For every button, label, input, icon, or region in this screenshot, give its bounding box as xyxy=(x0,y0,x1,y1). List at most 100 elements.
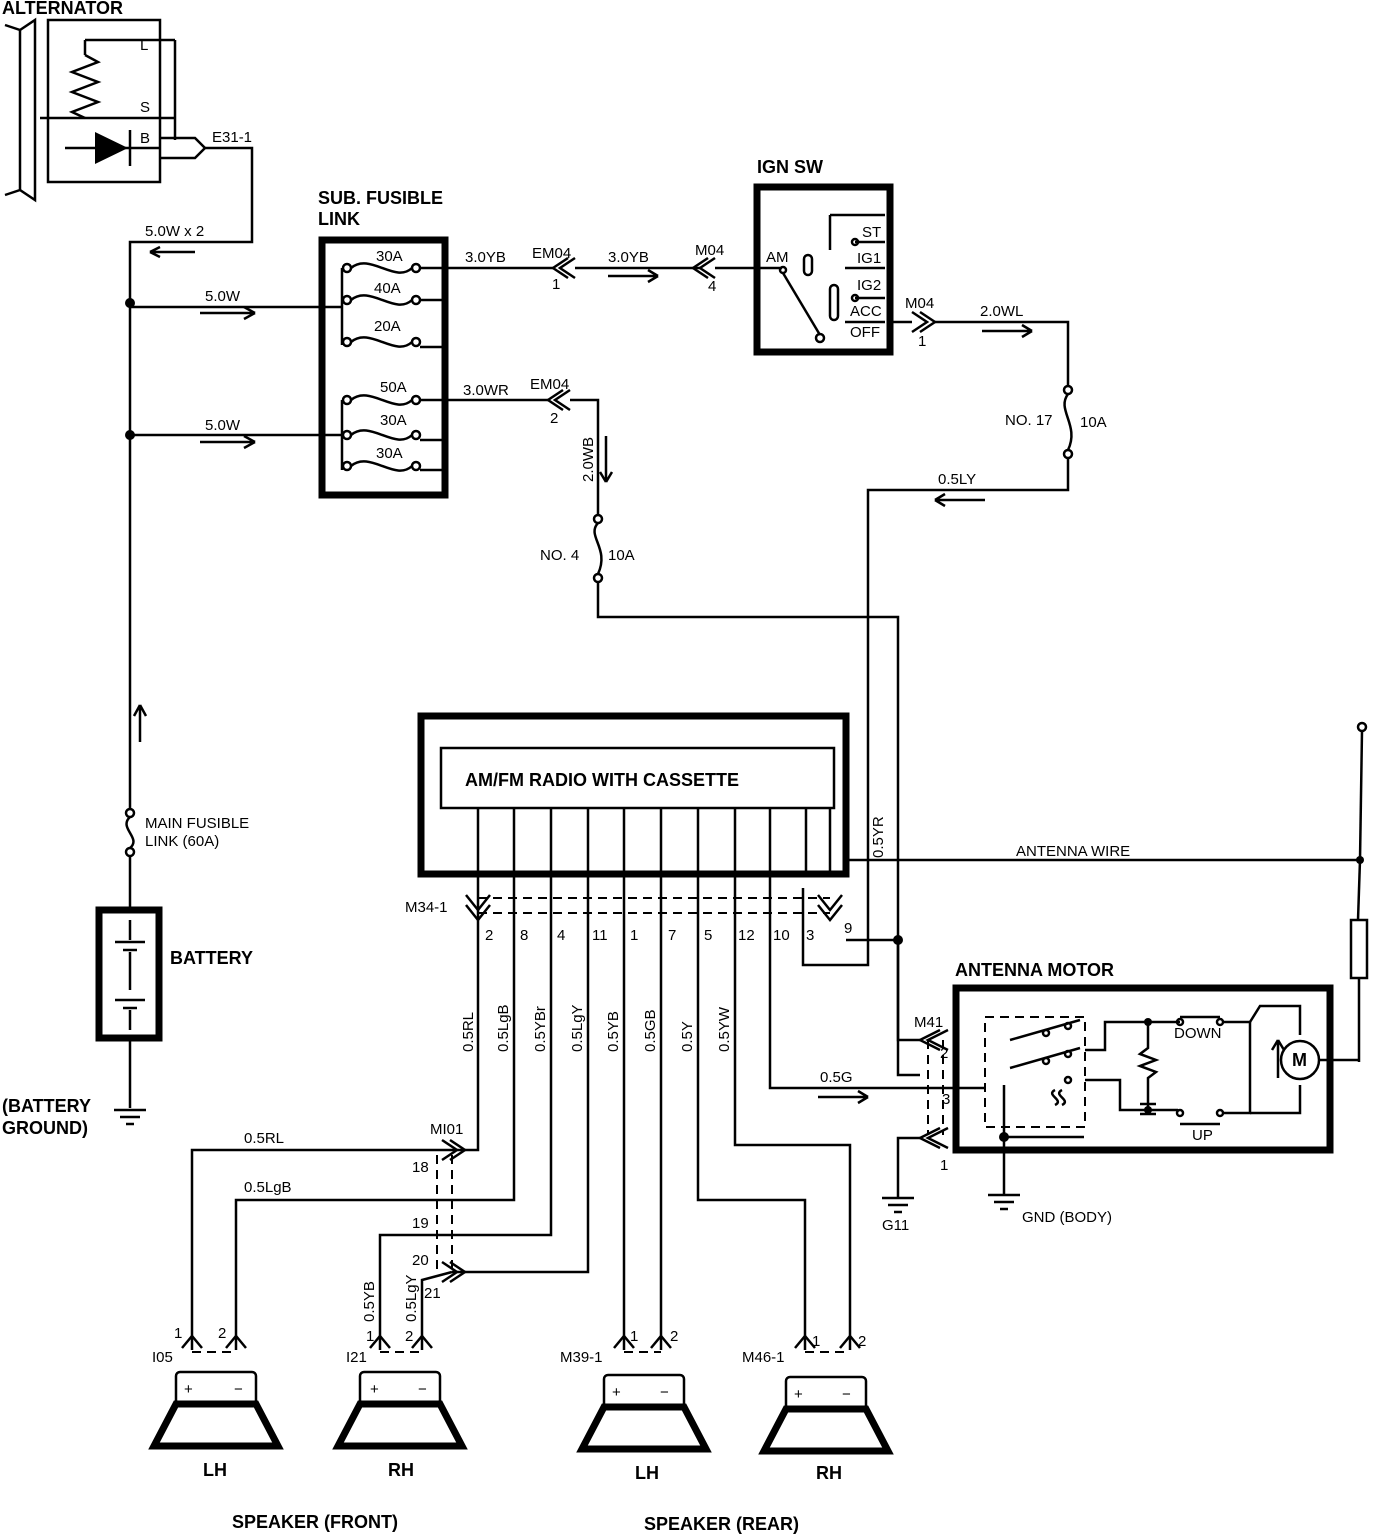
battery-ground-label-2: GROUND) xyxy=(2,1118,88,1138)
alt-terminal-s: S xyxy=(140,99,150,116)
switch-down-label: DOWN xyxy=(1174,1025,1222,1042)
m34-pin-2: 2 xyxy=(485,927,493,944)
wire-label-05y-vert: 0.5Y xyxy=(679,1021,696,1052)
speaker-front-lh: + − 1 2 I05 LH xyxy=(148,1325,284,1480)
ign-sw-label: IGN SW xyxy=(757,157,823,177)
antenna-mast xyxy=(1349,721,1369,1062)
m34-pin-5: 5 xyxy=(704,927,712,944)
fuse-no17-label: NO. 17 xyxy=(1005,412,1053,429)
sub-fusible-link-label-2: LINK xyxy=(318,209,360,229)
ign-position-ig1: IG1 xyxy=(857,250,881,267)
wire-label-05yb-vert: 0.5YB xyxy=(605,1011,622,1052)
i21-pin-2: 2 xyxy=(405,1328,413,1345)
m41-pin-1: 1 xyxy=(940,1157,948,1174)
connector-m39-label: M39-1 xyxy=(560,1349,603,1366)
antenna-motor: ANTENNA MOTOR M DOWN UP xyxy=(952,960,1359,1154)
wire-label-2wb: 2.0WB xyxy=(580,437,597,482)
main-fusible-link-label-1: MAIN FUSIBLE xyxy=(145,815,249,832)
alt-terminal-b: B xyxy=(140,130,150,147)
m39-pin-2: 2 xyxy=(670,1328,678,1345)
wire-label-05gb-vert: 0.5GB xyxy=(642,1009,659,1052)
fuse-30a-lower: 30A xyxy=(376,445,403,462)
alt-terminal-l: L xyxy=(140,37,148,54)
em04-pin-1: 1 xyxy=(552,276,560,293)
wire-label-05ly: 0.5LY xyxy=(938,471,976,488)
m46-pin-1: 1 xyxy=(812,1333,820,1350)
m34-pin-8: 8 xyxy=(520,927,528,944)
speaker-front-rh-label: RH xyxy=(388,1460,414,1480)
connector-em04-lower: EM04 xyxy=(530,376,569,393)
wire-label-05lgy-i21: 0.5LgY xyxy=(403,1274,420,1322)
speaker-front-lh-label: LH xyxy=(203,1460,227,1480)
em04-pin-2: 2 xyxy=(550,410,558,427)
speaker-rear-lh-label: LH xyxy=(635,1463,659,1483)
connector-m04-upper: M04 xyxy=(695,242,724,259)
speaker-rear-lh: + − 1 2 M39-1 LH xyxy=(560,1328,712,1483)
speaker-rear-rh: + − 1 2 M46-1 RH xyxy=(742,1333,894,1483)
connector-m41-label: M41 xyxy=(914,1014,943,1031)
speaker-front-rh: + − 1 2 I21 RH xyxy=(332,1328,468,1480)
m04-pin-1: 1 xyxy=(918,333,926,350)
wire-label-05lgb-vert: 0.5LgB xyxy=(495,1004,512,1052)
fuse-50a: 50A xyxy=(380,379,407,396)
motor-label: M xyxy=(1292,1050,1307,1070)
i21-pin-1: 1 xyxy=(366,1328,374,1345)
ign-position-acc: ACC xyxy=(850,303,882,320)
radio: AM/FM RADIO WITH CASSETTE xyxy=(417,712,850,878)
i05-pin-2: 2 xyxy=(218,1325,226,1342)
m34-pin-3: 3 xyxy=(806,927,814,944)
wire-label-3yb-1: 3.0YB xyxy=(465,249,506,266)
wire-label-05yb-i21: 0.5YB xyxy=(361,1281,378,1322)
connector-mi01-label: MI01 xyxy=(430,1121,463,1138)
alternator-label: ALTERNATOR xyxy=(2,0,123,18)
antenna-motor-label: ANTENNA MOTOR xyxy=(955,960,1114,980)
wire-label-05rl-horiz: 0.5RL xyxy=(244,1130,284,1147)
fuse-30a-middle: 30A xyxy=(380,412,407,429)
antenna-wire-label: ANTENNA WIRE xyxy=(1016,843,1130,860)
wire-label-3wr: 3.0WR xyxy=(463,382,509,399)
m34-pin-9: 9 xyxy=(844,920,852,937)
wire-label-05lgy-vert: 0.5LgY xyxy=(569,1004,586,1052)
m04-pin-4: 4 xyxy=(708,278,716,295)
connector-i21-label: I21 xyxy=(346,1349,367,1366)
wire-label-05lgb-horiz: 0.5LgB xyxy=(244,1179,292,1196)
mi01-pin-20: 20 xyxy=(412,1252,429,1269)
wire-label-05rl-vert: 0.5RL xyxy=(460,1012,477,1052)
m39-pin-1: 1 xyxy=(630,1328,638,1345)
m34-pin-12: 12 xyxy=(738,927,755,944)
speaker-rear-lh-minus: − xyxy=(660,1384,669,1401)
main-fusible-link-label-2: LINK (60A) xyxy=(145,833,219,850)
speaker-rear-lh-plus: + xyxy=(612,1384,621,1401)
fuse-30a-upper: 30A xyxy=(376,248,403,265)
m34-pin-1: 1 xyxy=(630,927,638,944)
i05-pin-1: 1 xyxy=(174,1325,182,1342)
battery: BATTERY (BATTERY GROUND) xyxy=(2,906,253,1138)
mi01-pin-19: 19 xyxy=(412,1215,429,1232)
ground-g11-label: G11 xyxy=(882,1217,909,1234)
m34-pin-11: 11 xyxy=(592,927,608,944)
m41-pin-2: 2 xyxy=(940,1045,948,1062)
speaker-rear-rh-plus: + xyxy=(794,1386,803,1403)
battery-ground-label-1: (BATTERY xyxy=(2,1096,91,1116)
speaker-front-rh-minus: − xyxy=(418,1381,427,1398)
sub-fusible-link: SUB. FUSIBLE LINK 30A 40A 20A 50A 30A 30… xyxy=(318,188,449,499)
speaker-rear-rh-label: RH xyxy=(816,1463,842,1483)
alternator: ALTERNATOR L S B E31-1 xyxy=(2,0,252,203)
connector-m46-label: M46-1 xyxy=(742,1349,785,1366)
sub-fusible-link-label-1: SUB. FUSIBLE xyxy=(318,188,443,208)
m34-pin-10: 10 xyxy=(773,927,790,944)
mi01-pin-18: 18 xyxy=(412,1159,429,1176)
ign-position-st: ST xyxy=(862,224,881,241)
switch-up-label: UP xyxy=(1192,1127,1213,1144)
connector-e31-label: E31-1 xyxy=(212,129,252,146)
connector-m04-right: M04 xyxy=(905,295,934,312)
m46-pin-2: 2 xyxy=(858,1333,866,1350)
fuse-20a: 20A xyxy=(374,318,401,335)
wire-label-05g: 0.5G xyxy=(820,1069,853,1086)
speaker-front-lh-minus: − xyxy=(234,1381,243,1398)
mi01-pin-21: 21 xyxy=(424,1285,441,1302)
connector-m34-label: M34-1 xyxy=(405,899,448,916)
speaker-front-caption: SPEAKER (FRONT) xyxy=(232,1512,398,1532)
